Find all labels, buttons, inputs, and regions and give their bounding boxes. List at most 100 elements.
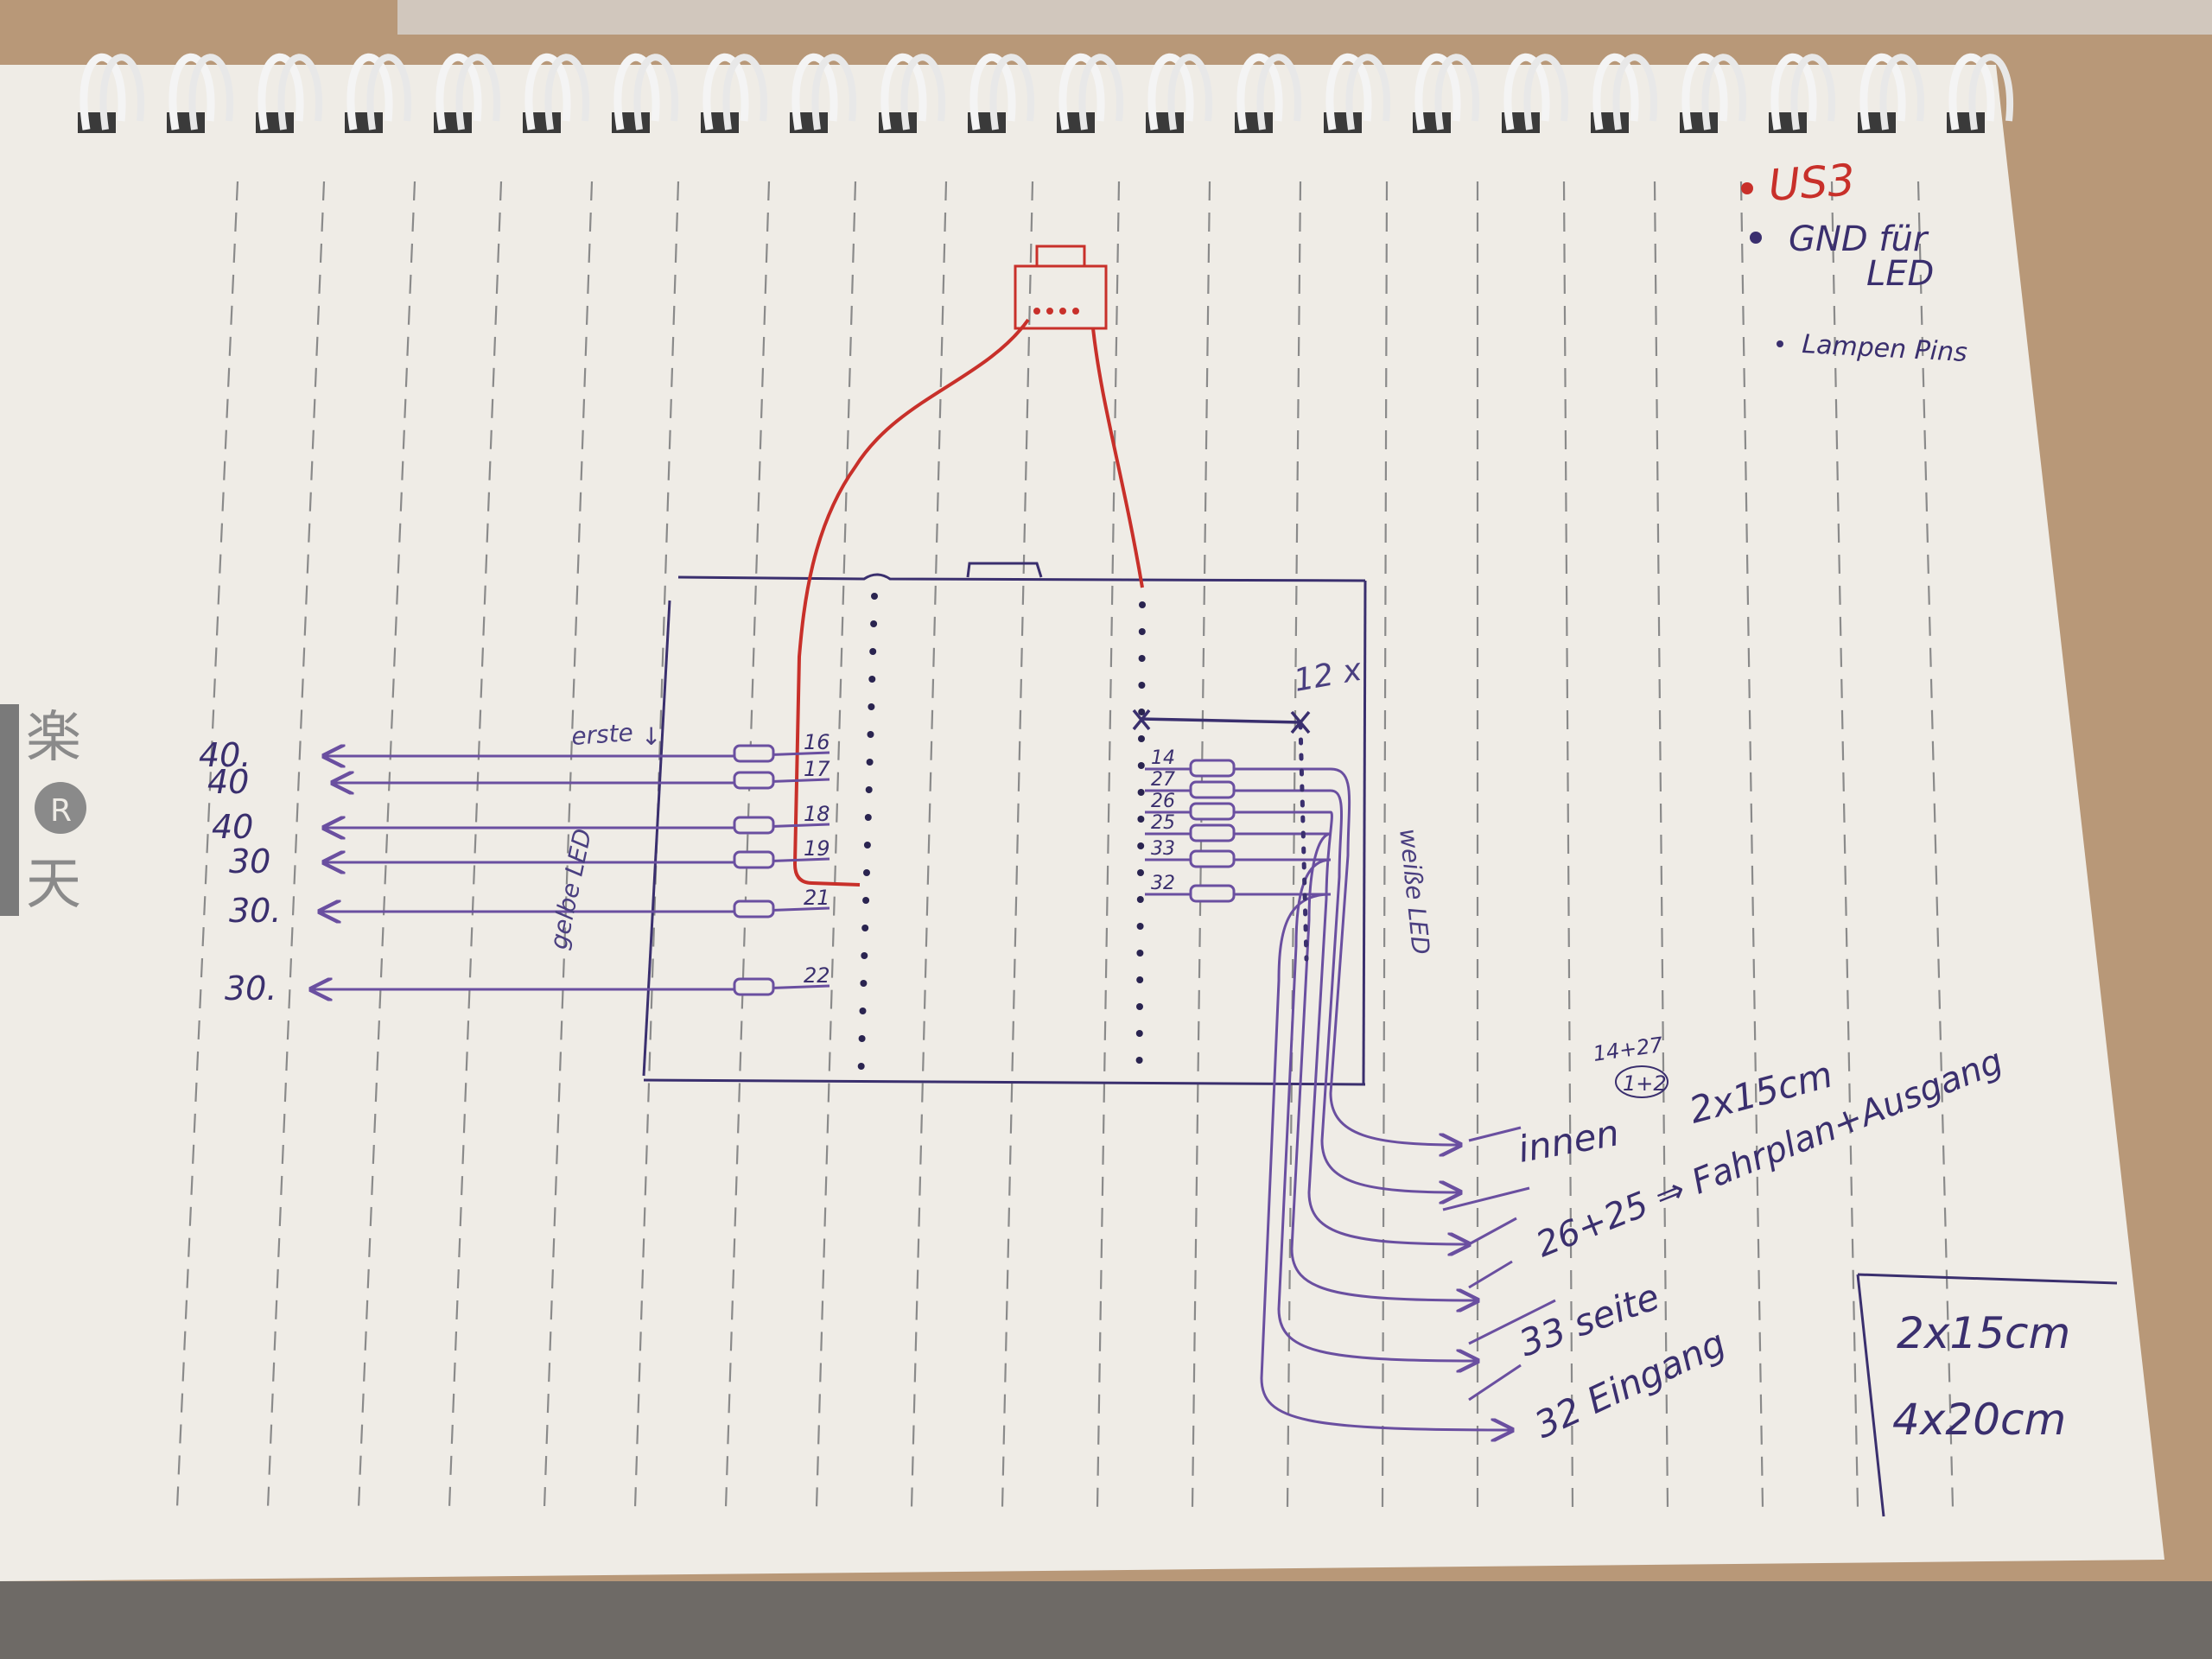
pin-dot	[864, 814, 872, 821]
notebook-page	[0, 65, 2164, 1581]
pin-dot	[1138, 682, 1146, 689]
spiral-ring	[1325, 53, 1372, 130]
pin-dot	[867, 731, 874, 738]
spiral-ring	[455, 54, 501, 130]
box-line2: 4x20cm	[1892, 1395, 2066, 1445]
spiral-ring	[1236, 53, 1283, 130]
resistor	[1189, 802, 1236, 821]
right-pin-label: 25	[1151, 812, 1175, 834]
spiral-ring	[1948, 53, 1995, 130]
brand-logo: 楽 R 天	[0, 700, 121, 917]
board-outline	[642, 562, 1367, 1086]
spiral-ring	[1770, 53, 1817, 130]
spiral-ring	[1414, 53, 1461, 130]
pin-dot	[859, 1007, 867, 1014]
spiral-ring	[366, 54, 412, 130]
pin-dot	[1137, 762, 1145, 769]
resistor	[733, 816, 775, 835]
spiral-ring	[1592, 53, 1639, 130]
legend-usb-label: US3	[1767, 155, 1857, 211]
pin-dot	[870, 620, 878, 627]
left-pin-label: 22	[804, 963, 830, 988]
pin-dot	[1135, 1057, 1143, 1064]
led-wire	[1145, 858, 1478, 1361]
spiral-ring	[1167, 54, 1213, 130]
pin-dot	[865, 786, 873, 793]
pin-dot	[1137, 789, 1145, 796]
led-wire	[1145, 832, 1478, 1300]
pin-dot	[1138, 709, 1146, 715]
svg-text:楽: 楽	[26, 706, 81, 770]
carpet-bottom	[0, 1581, 2212, 1659]
pin-dot	[1136, 923, 1144, 930]
spiral-ring	[613, 53, 660, 130]
pin-dot	[866, 759, 874, 766]
left-led-wires	[311, 744, 830, 996]
resistor	[733, 744, 775, 763]
note-strokes	[1442, 1126, 1556, 1402]
legend-led-label: LED	[1866, 254, 1934, 294]
spiral-ring	[791, 53, 838, 130]
pin-dot	[857, 1063, 865, 1070]
pin-header-left	[857, 593, 878, 1070]
resistor	[1189, 884, 1236, 903]
resistor	[1189, 823, 1236, 842]
left-length-label: 30.	[225, 969, 276, 1007]
spiral-ring	[168, 53, 215, 130]
label-erste: erste	[570, 718, 634, 751]
spiral-ring	[1790, 54, 1836, 130]
right-pin-label: 32	[1151, 873, 1175, 894]
left-pin-label: 18	[804, 802, 830, 826]
pin-dot	[863, 842, 871, 849]
resistor	[733, 850, 775, 869]
left-length-label: 30	[229, 842, 270, 880]
resistor	[1189, 780, 1236, 799]
pin-dot	[1137, 842, 1145, 849]
left-pin-label: 16	[804, 730, 830, 754]
boxed-note: 2x15cm 4x20cm	[1856, 1273, 2118, 1517]
arrow-erste: ↓	[641, 722, 661, 751]
pin-dot	[869, 648, 877, 655]
svg-text:天: 天	[26, 853, 81, 917]
pin-dot	[871, 593, 878, 600]
resistor	[733, 977, 775, 996]
legend-pin-dot	[1777, 340, 1783, 347]
resistor	[733, 771, 775, 790]
spiral-ring	[435, 53, 482, 130]
pin-dot	[1139, 601, 1146, 608]
spiral-ring	[989, 54, 1035, 130]
pin-dot	[1138, 628, 1146, 635]
spiral-ring	[277, 54, 323, 130]
spiral-ring	[79, 53, 126, 130]
spiral-ring	[900, 54, 946, 130]
spiral-ring	[1345, 54, 1391, 130]
pin-dot	[1136, 896, 1144, 903]
right-pin-label: 14	[1151, 747, 1175, 769]
pin-dot	[1136, 1003, 1143, 1010]
spiral-ring	[1256, 54, 1302, 130]
spiral-ring	[257, 53, 304, 130]
led-wire	[1145, 893, 1512, 1430]
spiral-ring	[1523, 54, 1569, 130]
spiral-ring	[702, 53, 749, 130]
pin-dot	[861, 952, 868, 959]
pin-dot	[1138, 735, 1145, 742]
left-pin-label: 21	[804, 886, 830, 910]
plastic-ruler	[397, 0, 2212, 35]
spiral-ring	[1612, 54, 1658, 130]
resistor	[1189, 849, 1236, 868]
legend-gnd-label: GND für	[1789, 219, 1929, 259]
left-length-label: 40.	[199, 736, 251, 774]
pin-dot	[1137, 816, 1145, 823]
pin-dot	[861, 925, 869, 931]
led-wire	[1145, 767, 1460, 1145]
spiral-ring	[1503, 53, 1550, 130]
legend-gnd-dot	[1750, 232, 1762, 244]
pin-dot	[1135, 1030, 1143, 1037]
spiral-ring	[1681, 53, 1728, 130]
spiral-ring	[1859, 53, 1906, 130]
led-wire	[1145, 789, 1460, 1192]
spiral-ring	[1434, 54, 1480, 130]
pin-header-right	[1135, 601, 1146, 1064]
measure-12x	[1132, 709, 1311, 962]
